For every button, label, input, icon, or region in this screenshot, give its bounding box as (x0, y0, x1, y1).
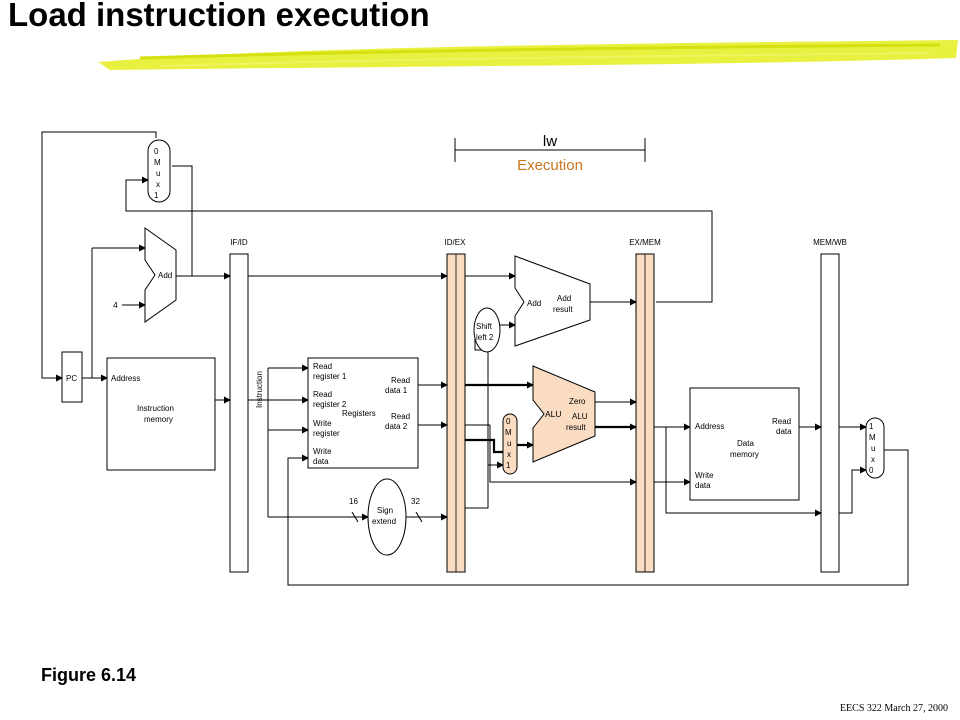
stage-bracket (454, 138, 646, 162)
branch-adder-result-a: Add (557, 294, 571, 303)
imem-address: Address (111, 374, 140, 383)
stage-phase: Execution (517, 157, 583, 174)
branch-adder-label: Add (527, 299, 541, 308)
mux-alu-u: u (507, 439, 511, 448)
title-underline-brush (98, 40, 958, 70)
slide-title: Load instruction execution (8, 0, 430, 33)
regs-wrb: register (313, 429, 340, 438)
branch-adder-result-b: result (553, 305, 573, 314)
regs-r2a: Read (313, 390, 332, 399)
sign-extend-a: Sign (377, 506, 393, 515)
mux-top-u: u (156, 169, 160, 178)
regs-wra: Write (313, 419, 332, 428)
regs-r2b: register 2 (313, 400, 347, 409)
mux-wb-m: M (869, 433, 876, 442)
ifid-register (229, 253, 249, 573)
mux-wb-0: 0 (869, 466, 874, 475)
figure-caption: Figure 6.14 (41, 665, 137, 685)
alu-zero: Zero (569, 397, 586, 406)
pc-adder-label: Add (158, 271, 172, 280)
sign-extend-b: extend (372, 517, 396, 526)
dmem-read-b: data (776, 427, 792, 436)
reg-label-idex: ID/EX (445, 238, 467, 247)
dmem-name-b: memory (730, 450, 759, 459)
reg-label-exmem: EX/MEM (629, 238, 661, 247)
shift-left-unit (473, 307, 501, 353)
imem-line2: memory (144, 415, 173, 424)
shift-left-a: Shift (476, 322, 493, 331)
alu-result-a: ALU (572, 412, 588, 421)
pc-source-mux (147, 139, 171, 203)
instruction-memory (106, 357, 216, 471)
regs-name: Registers (342, 409, 376, 418)
regs-wdb: data (313, 457, 329, 466)
sign-extend-in-bits: 16 (349, 497, 358, 506)
register-file (307, 357, 419, 469)
sign-extend-out-bits: 32 (411, 497, 420, 506)
regs-rd2b: data 2 (385, 422, 408, 431)
stage-instruction: lw (543, 133, 557, 150)
alu-label: ALU (545, 409, 562, 419)
regs-rd1b: data 1 (385, 386, 408, 395)
regs-rd1a: Read (391, 376, 410, 385)
shift-left-b: left 2 (476, 333, 494, 342)
dmem-write-b: data (695, 481, 711, 490)
reg-label-memwb: MEM/WB (813, 238, 847, 247)
memwb-register (820, 253, 840, 573)
mux-wb-u: u (871, 444, 875, 453)
data-memory (689, 387, 800, 501)
dmem-name-a: Data (737, 439, 754, 448)
mux-wb-1: 1 (869, 422, 874, 431)
mux-top-x: x (156, 180, 160, 189)
dmem-address: Address (695, 422, 724, 431)
footer-text: EECS 322 March 27, 2000 (839, 703, 948, 714)
regs-rd2a: Read (391, 412, 410, 421)
constant-four: 4 (113, 300, 118, 310)
mem-to-reg-mux (865, 417, 885, 479)
mux-alu-0: 0 (506, 417, 511, 426)
alu-src-mux (502, 413, 518, 475)
regs-r1a: Read (313, 362, 332, 371)
reg-label-ifid: IF/ID (230, 238, 248, 247)
mux-alu-m: M (505, 428, 512, 437)
alu-result-b: result (566, 423, 586, 432)
bus-width-ticks (351, 511, 423, 523)
pc-label: PC (66, 374, 77, 383)
branch-adder (514, 255, 591, 347)
datapath-wires (41, 131, 909, 586)
mux-alu-x: x (507, 450, 511, 459)
pc-register (61, 351, 83, 403)
mux-wb-x: x (871, 455, 875, 464)
instruction-label: Instruction (255, 371, 264, 408)
pc-adder (144, 227, 177, 323)
regs-wda: Write (313, 447, 332, 456)
regs-r1b: register 1 (313, 372, 347, 381)
active-wires (465, 381, 637, 454)
sign-extend-unit (367, 478, 407, 556)
dmem-write-a: Write (695, 471, 714, 480)
mux-alu-1: 1 (506, 461, 511, 470)
mux-top-m: M (154, 158, 161, 167)
imem-line1: Instruction (137, 404, 174, 413)
alu (532, 365, 596, 463)
mux-top-0: 0 (154, 147, 159, 156)
mux-top-1: 1 (154, 191, 159, 200)
dmem-read-a: Read (772, 417, 791, 426)
